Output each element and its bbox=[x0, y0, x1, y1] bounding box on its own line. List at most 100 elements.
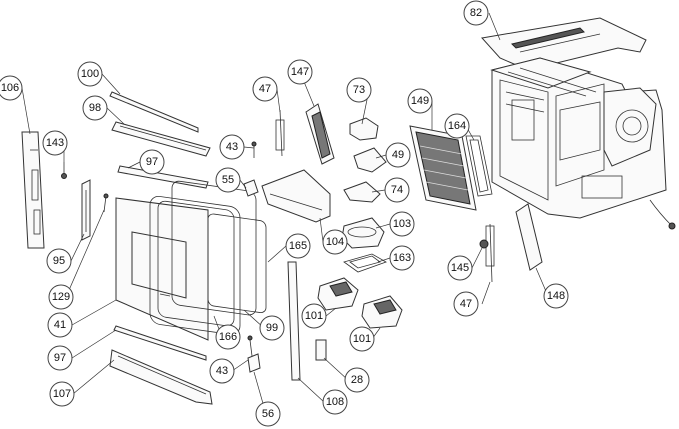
svg-text:149: 149 bbox=[411, 95, 429, 107]
callout-106: 106 bbox=[0, 75, 23, 101]
part-99-frame bbox=[171, 180, 257, 316]
svg-text:28: 28 bbox=[351, 374, 363, 386]
svg-text:163: 163 bbox=[393, 252, 411, 264]
callout-149: 149 bbox=[407, 88, 433, 114]
callout-56: 56 bbox=[255, 401, 281, 427]
callout-95: 95 bbox=[46, 248, 72, 274]
callout-165: 165 bbox=[285, 233, 311, 259]
callout-166: 166 bbox=[215, 324, 241, 350]
part-43b-screw bbox=[247, 335, 253, 357]
part-107-trim bbox=[109, 349, 213, 405]
callout-147: 147 bbox=[287, 59, 313, 85]
callout-49: 49 bbox=[385, 142, 411, 168]
callout-55: 55 bbox=[215, 167, 241, 193]
callout-97-bottom: 97 bbox=[47, 345, 73, 371]
part-104-bracket bbox=[261, 169, 331, 223]
part-166-frame bbox=[149, 195, 241, 335]
part-106-side-panel bbox=[21, 131, 45, 249]
svg-text:41: 41 bbox=[54, 319, 66, 331]
svg-text:43: 43 bbox=[226, 141, 238, 153]
svg-text:43: 43 bbox=[216, 365, 228, 377]
svg-text:148: 148 bbox=[547, 290, 565, 302]
callout-107: 107 bbox=[49, 381, 75, 407]
callout-28: 28 bbox=[344, 367, 370, 393]
svg-text:106: 106 bbox=[1, 82, 19, 94]
part-148-side-panel bbox=[515, 203, 543, 271]
svg-text:147: 147 bbox=[291, 66, 309, 78]
part-74-piece bbox=[343, 181, 381, 203]
part-165-gasket bbox=[207, 213, 267, 314]
svg-text:97: 97 bbox=[146, 156, 158, 168]
svg-text:82: 82 bbox=[470, 7, 482, 19]
callout-163: 163 bbox=[389, 245, 415, 271]
callout-74: 74 bbox=[384, 177, 410, 203]
callout-47-right: 47 bbox=[453, 291, 479, 317]
part-73-bracket bbox=[349, 117, 379, 141]
part-56-clip bbox=[247, 353, 261, 373]
part-97-top-rail bbox=[117, 165, 209, 189]
svg-text:164: 164 bbox=[448, 120, 466, 132]
part-108-strip bbox=[287, 261, 301, 381]
part-top-cover bbox=[481, 17, 647, 71]
callout-101-right: 101 bbox=[349, 326, 375, 352]
part-164-gasket bbox=[465, 135, 493, 197]
part-97-bottom-rail bbox=[113, 325, 207, 361]
svg-text:165: 165 bbox=[289, 240, 307, 252]
part-129-pin bbox=[103, 193, 109, 213]
part-101a-ashpan bbox=[317, 277, 359, 311]
part-47b-rod bbox=[485, 223, 495, 283]
part-143-screw bbox=[61, 162, 67, 179]
svg-text:103: 103 bbox=[393, 218, 411, 230]
part-100-rail bbox=[109, 91, 199, 133]
part-145-screw bbox=[479, 239, 489, 249]
svg-text:107: 107 bbox=[53, 388, 71, 400]
svg-text:104: 104 bbox=[326, 236, 344, 248]
part-149-grille bbox=[409, 125, 477, 211]
part-28-piece bbox=[315, 339, 327, 361]
callout-82: 82 bbox=[463, 0, 489, 26]
callout-97-top: 97 bbox=[139, 149, 165, 175]
svg-text:129: 129 bbox=[52, 291, 70, 303]
part-103-burner bbox=[341, 217, 385, 249]
callout-101-left: 101 bbox=[301, 303, 327, 329]
callout-43-top: 43 bbox=[219, 134, 245, 160]
callout-108: 108 bbox=[322, 389, 348, 415]
svg-text:73: 73 bbox=[353, 84, 365, 96]
callout-145: 145 bbox=[447, 255, 473, 281]
callout-73: 73 bbox=[346, 77, 372, 103]
callout-43-bottom: 43 bbox=[209, 358, 235, 384]
svg-text:108: 108 bbox=[326, 396, 344, 408]
svg-text:55: 55 bbox=[222, 174, 234, 186]
part-49-deflector bbox=[353, 147, 387, 173]
callout-103: 103 bbox=[389, 211, 415, 237]
svg-text:100: 100 bbox=[81, 68, 99, 80]
svg-text:97: 97 bbox=[54, 352, 66, 364]
callout-104: 104 bbox=[322, 229, 348, 255]
svg-text:47: 47 bbox=[460, 298, 472, 310]
callout-129: 129 bbox=[48, 284, 74, 310]
svg-text:101: 101 bbox=[353, 333, 371, 345]
part-43-screw bbox=[251, 141, 257, 158]
part-163-gasket bbox=[343, 253, 387, 273]
svg-text:47: 47 bbox=[259, 83, 271, 95]
callout-47-top: 47 bbox=[252, 76, 278, 102]
part-41-door bbox=[115, 197, 209, 341]
svg-text:166: 166 bbox=[219, 331, 237, 343]
svg-text:95: 95 bbox=[53, 255, 65, 267]
part-47-rod bbox=[275, 109, 285, 157]
svg-text:74: 74 bbox=[391, 184, 403, 196]
callout-143: 143 bbox=[42, 130, 68, 156]
svg-text:99: 99 bbox=[266, 322, 278, 334]
callout-41: 41 bbox=[47, 312, 73, 338]
svg-text:56: 56 bbox=[262, 408, 274, 420]
callout-100: 100 bbox=[77, 61, 103, 87]
svg-text:98: 98 bbox=[89, 102, 101, 114]
part-95-hinge bbox=[81, 179, 91, 241]
svg-text:101: 101 bbox=[305, 310, 323, 322]
callout-148: 148 bbox=[543, 283, 569, 309]
part-main-housing bbox=[490, 57, 676, 230]
callout-98: 98 bbox=[82, 95, 108, 121]
part-101b-ashpan bbox=[361, 295, 403, 329]
